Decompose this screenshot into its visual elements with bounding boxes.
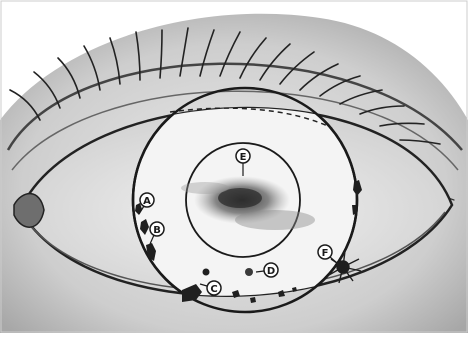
lesion-d-dot xyxy=(245,268,253,276)
label-d: D xyxy=(267,266,275,277)
label-f: F xyxy=(322,248,329,259)
label-e: E xyxy=(240,152,247,163)
label-c: C xyxy=(210,284,217,295)
caruncle xyxy=(14,194,44,228)
label-a: A xyxy=(143,196,151,207)
macular-haze-left xyxy=(181,182,229,194)
macular-haze xyxy=(235,210,315,230)
label-b: B xyxy=(153,225,161,236)
